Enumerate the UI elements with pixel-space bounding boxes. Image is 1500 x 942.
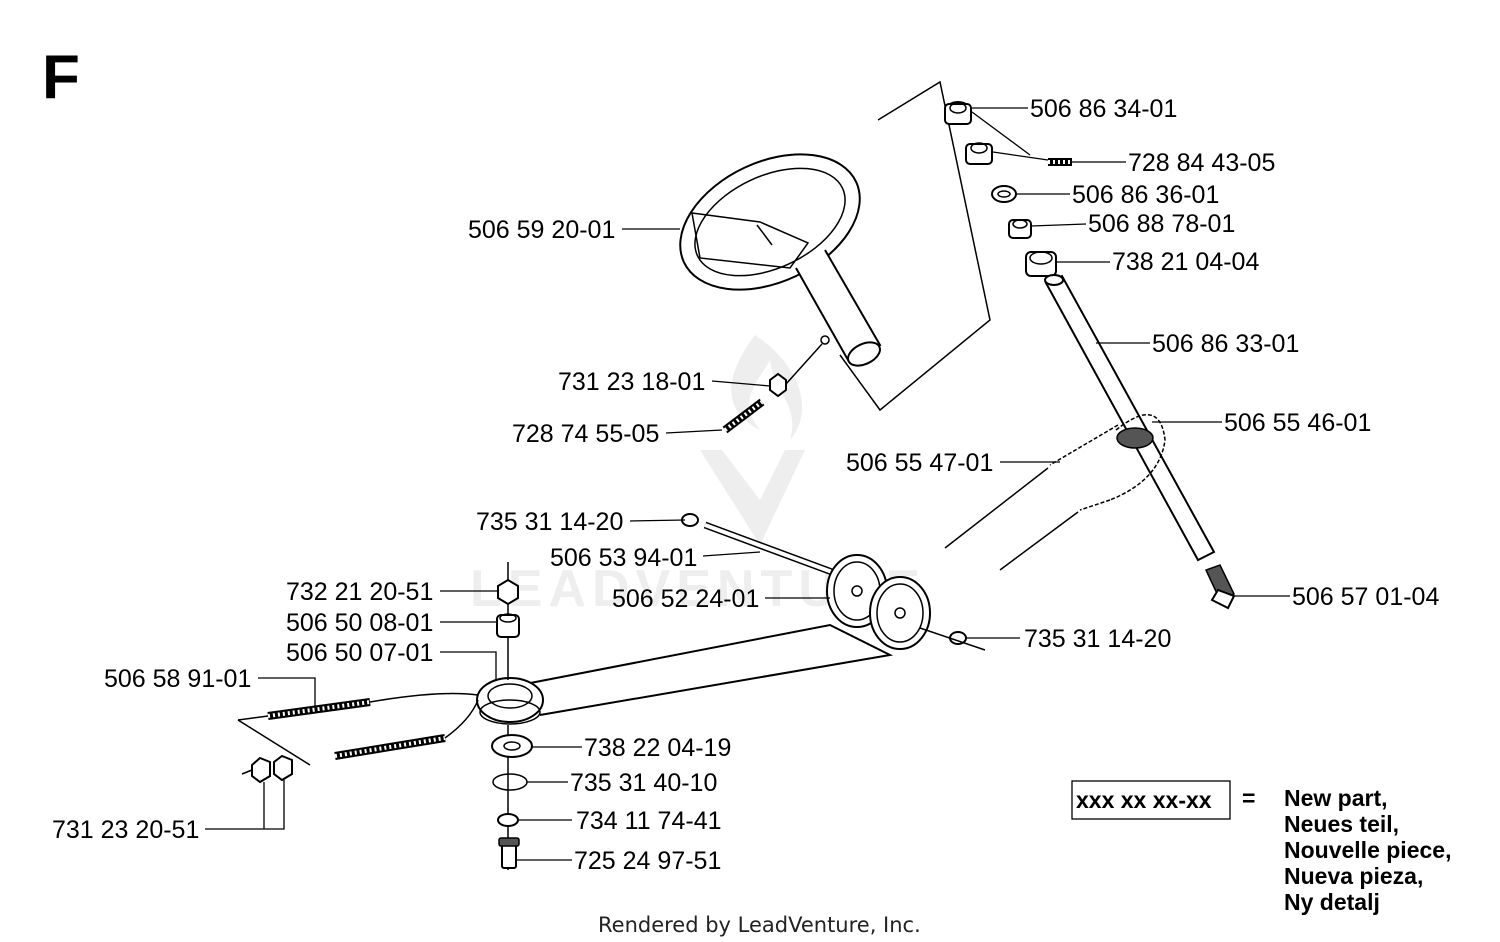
part-labels: 506 86 34-01 728 84 43-05 506 86 36-01 5… (52, 95, 1439, 875)
part-label: 506 57 01-04 (1292, 583, 1439, 611)
column-nut-bolt-drawing (722, 343, 823, 434)
part-label: 506 53 94-01 (550, 544, 697, 572)
legend-line: Nueva pieza, (1284, 863, 1423, 889)
part-label: 728 84 43-05 (1128, 149, 1275, 177)
part-label: 506 50 08-01 (286, 609, 433, 637)
part-label: 506 86 33-01 (1152, 330, 1299, 358)
part-label: 506 88 78-01 (1088, 210, 1235, 238)
sprocket-chain-drawing (944, 414, 1166, 571)
part-label: 506 52 24-01 (612, 585, 759, 613)
part-label: 506 50 07-01 (286, 639, 433, 667)
steering-bracket-outline (839, 80, 991, 412)
part-label: 725 24 97-51 (574, 847, 721, 875)
steering-wheel-drawing (679, 153, 882, 367)
legend-code-box (1071, 780, 1231, 820)
part-label: 732 21 20-51 (286, 578, 433, 606)
section-letter: F (42, 43, 80, 112)
watermark-v-icon (700, 450, 805, 545)
pivot-stack-drawing (491, 562, 533, 870)
legend-line: Ny detalj (1284, 889, 1380, 915)
legend-equals: = (1242, 785, 1255, 811)
part-label: 731 23 18-01 (558, 368, 705, 396)
part-label: 738 22 04-19 (584, 734, 731, 762)
part-label: 506 86 34-01 (1030, 95, 1177, 123)
legend-code: xxx xx xx-xx (1076, 787, 1212, 813)
legend-line: Nouvelle piece, (1284, 837, 1451, 863)
part-label: 506 59 20-01 (468, 216, 615, 244)
part-label: 506 86 36-01 (1072, 181, 1219, 209)
part-label: 731 23 20-51 (52, 816, 199, 844)
part-label: 506 55 47-01 (846, 449, 993, 477)
part-label: 734 11 74-41 (576, 807, 722, 835)
watermark-flame-icon (731, 335, 803, 440)
pulleys-drawing (681, 513, 986, 651)
part-label: 735 31 14-20 (1024, 625, 1171, 653)
part-label: 728 74 55-05 (512, 420, 659, 448)
part-label: 738 21 04-04 (1112, 248, 1259, 276)
legend-line: New part, (1284, 785, 1388, 811)
footer-credit: Rendered by LeadVenture, Inc. (598, 913, 921, 937)
tie-rods-drawing (237, 692, 479, 784)
steering-arm-drawing (476, 623, 894, 725)
part-label: 735 31 14-20 (476, 508, 623, 536)
legend-line: Neues teil, (1284, 811, 1399, 837)
part-label: 506 58 91-01 (104, 665, 251, 693)
upper-shaft-stack-drawing (944, 101, 1236, 610)
leader-lines (205, 107, 1290, 861)
part-label: 735 31 40-10 (570, 769, 717, 797)
new-part-legend: xxx xx xx-xx = New part, Neues teil, Nou… (1071, 780, 1451, 915)
part-label: 506 55 46-01 (1224, 409, 1371, 437)
